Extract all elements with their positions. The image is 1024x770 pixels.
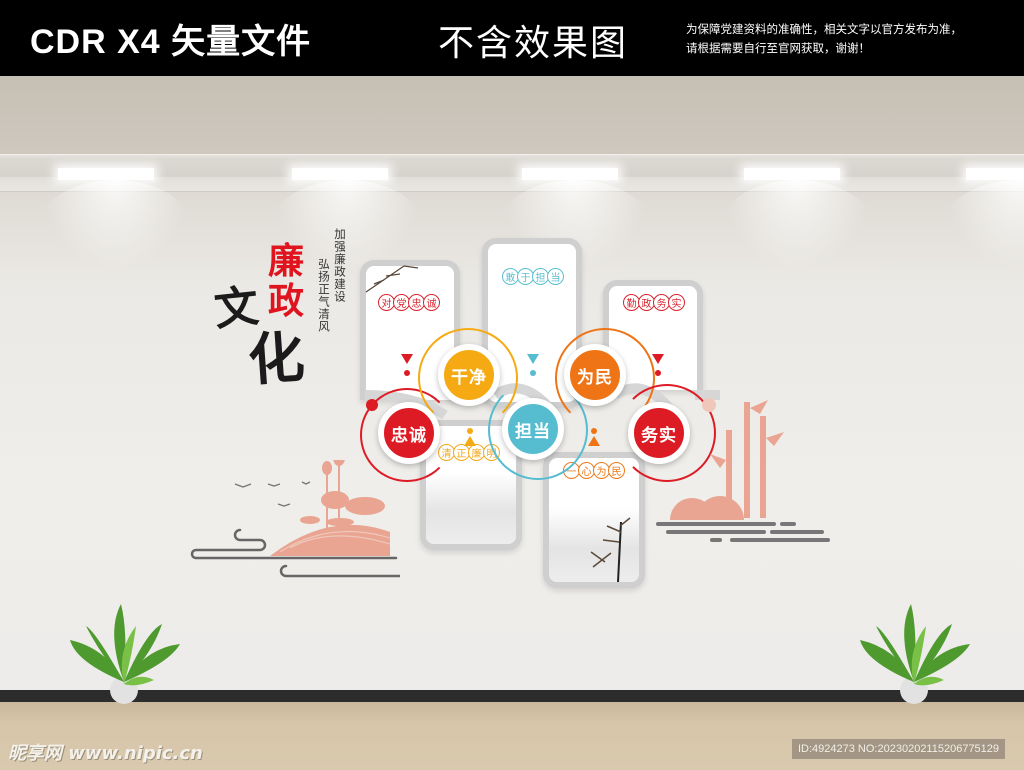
stamp-char: 实	[668, 294, 685, 311]
stamp-char: 诚	[423, 294, 440, 311]
stamp-char: 政	[638, 294, 655, 311]
light-glow	[40, 180, 190, 270]
ring-cyan	[488, 380, 588, 480]
file-format-title: CDR X4 矢量文件	[30, 23, 312, 61]
slogan-1: 加强廉政建设	[333, 228, 347, 303]
baseboard	[0, 690, 1024, 702]
mountain-mist	[426, 473, 516, 544]
stamp-char: 为	[593, 462, 610, 479]
marker-dot	[530, 370, 536, 376]
ring-red-1	[360, 388, 454, 482]
ceiling-light	[58, 168, 154, 180]
bamboo-hill-decoration	[656, 400, 830, 542]
marker-dot-large	[366, 399, 378, 411]
ceiling-light	[522, 168, 618, 180]
circle-label: 务实	[641, 425, 677, 446]
decor-dot	[702, 398, 716, 412]
marker-triangle-down	[652, 354, 664, 364]
slogan-2: 弘扬正气清风	[317, 258, 331, 333]
lotus-hill-decoration	[190, 460, 400, 578]
title-char-zheng: 政	[268, 280, 305, 322]
circle-label: 忠诚	[391, 425, 427, 446]
stamp-char: 于	[517, 268, 534, 285]
stamp-char: 勤	[623, 294, 640, 311]
ceiling	[0, 76, 1024, 154]
ring-yellow	[418, 328, 518, 428]
circle-label: 干净	[451, 367, 487, 388]
notice-text: 为保障党建资料的准确性，相关文字以官方发布为准， 请根据需要自行至官网获取，谢谢…	[686, 20, 1024, 58]
notice-line-2: 请根据需要自行至官网获取，谢谢！	[686, 41, 870, 55]
mountain-mist	[549, 507, 639, 582]
marker-triangle-down	[527, 354, 539, 364]
ring-red-2	[618, 384, 716, 482]
marker-dot	[404, 370, 410, 376]
light-glow	[722, 180, 872, 270]
circle-people: 为民	[564, 344, 626, 406]
circle-label: 担当	[515, 421, 551, 442]
stamp-responsibility: 敢 于 担 当	[502, 268, 564, 285]
marker-triangle-down	[401, 354, 413, 364]
marker-triangle-up	[464, 436, 476, 446]
ceiling-beam	[0, 154, 1024, 192]
ring-orange	[555, 328, 655, 428]
stamp-char: 党	[393, 294, 410, 311]
stamp-diligence: 勤 政 务 实	[623, 294, 685, 311]
stamp-char: 当	[547, 268, 564, 285]
potted-plant-left	[70, 604, 180, 704]
potted-plant-right	[860, 604, 970, 704]
light-glow	[272, 180, 422, 270]
title-char-lian: 廉	[268, 240, 305, 282]
bamboo-sketch-icon	[365, 265, 419, 293]
ceiling-light	[292, 168, 388, 180]
top-banner: CDR X4 矢量文件 不含效果图 为保障党建资料的准确性，相关文字以官方发布为…	[0, 0, 1024, 76]
title-char-hua: 化	[246, 324, 307, 394]
circle-responsibility: 担当	[502, 398, 564, 460]
stamp-loyalty: 对 党 忠 诚	[378, 294, 440, 311]
circle-loyalty: 忠诚	[378, 402, 440, 464]
light-glow	[944, 180, 1024, 270]
bamboo-ink-icon	[590, 517, 631, 582]
panel-people: 一 心 为 民	[543, 452, 645, 588]
ceiling-light	[744, 168, 840, 180]
marker-dot	[591, 428, 597, 434]
marker-dot	[467, 428, 473, 434]
marker-triangle-up	[588, 436, 600, 446]
circle-clean: 干净	[438, 344, 500, 406]
ceiling-light	[966, 168, 1024, 180]
no-effect-title: 不含效果图	[438, 23, 629, 64]
circle-label: 为民	[577, 367, 613, 388]
notice-line-1: 为保障党建资料的准确性，相关文字以官方发布为准，	[686, 22, 962, 36]
stamp-char: 民	[608, 462, 625, 479]
marker-dot	[655, 370, 661, 376]
circle-practical: 务实	[628, 402, 690, 464]
watermark-id: ID:4924273 NO:20230202115206775129	[792, 739, 1006, 759]
watermark-logo: 昵享网 www.nipic.cn	[8, 743, 203, 764]
